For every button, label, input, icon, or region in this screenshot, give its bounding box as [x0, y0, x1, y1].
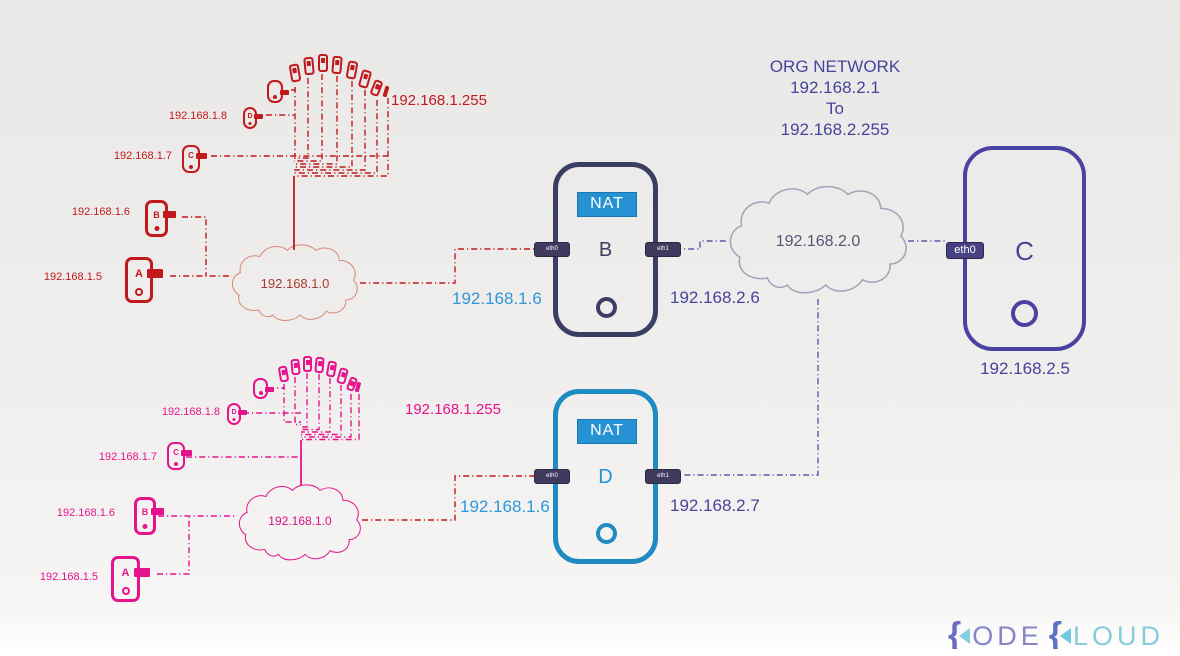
- device-d-ip-label-bottom: 192.168.1.8: [161, 406, 220, 418]
- router-b-eth0-port: eth0: [534, 242, 570, 257]
- kodekloud-logo: {ODE {LOUD: [948, 617, 1164, 653]
- phone-b-top: B: [145, 200, 176, 237]
- phone-a-letter: A: [121, 567, 130, 579]
- phone-a-letter: A: [135, 268, 143, 280]
- port-icon: [163, 211, 176, 218]
- org-network-line2: 192.168.2.1: [790, 78, 880, 97]
- phone-b-letter: B: [153, 210, 160, 220]
- device-d-ip-label: 192.168.1.8: [168, 110, 227, 122]
- org-network-links: [675, 240, 946, 476]
- home-button-icon: [174, 462, 178, 466]
- nat-d-lan-ip-label: 192.168.1.6: [460, 497, 550, 516]
- nat-badge-d: NAT: [577, 419, 637, 444]
- bottom-cloud-to-natd-link: [362, 475, 534, 521]
- port-icon: [265, 387, 274, 392]
- mini-phone-icon: [331, 55, 343, 75]
- device-a-ip-label-bottom: 192.168.1.5: [39, 571, 98, 583]
- port-icon: [280, 90, 289, 95]
- org-network-line3: To: [826, 99, 844, 118]
- router-b-eth1-port: eth1: [645, 242, 681, 257]
- home-button-icon: [189, 165, 193, 169]
- home-button-icon: [121, 587, 130, 595]
- bottom-strip: [0, 649, 1180, 656]
- port-icon: [196, 153, 207, 159]
- phone-b-bottom: B: [134, 497, 164, 535]
- device-c-ip-label-bottom: 192.168.1.7: [98, 451, 157, 463]
- home-button-icon: [232, 418, 236, 421]
- phone-a-top: A: [125, 257, 163, 303]
- host-c-name: C: [1015, 236, 1034, 266]
- port-icon: [147, 269, 163, 278]
- home-button-icon: [135, 288, 143, 296]
- home-button-icon: [248, 122, 252, 125]
- lan-cloud-top-label: 192.168.1.0: [260, 276, 330, 291]
- org-network-line4: 192.168.2.255: [780, 120, 890, 139]
- broadcast-label-bottom: 192.168.1.255: [405, 401, 501, 418]
- mini-phone-icon: [303, 356, 312, 372]
- device-a-ip-label: 192.168.1.5: [43, 271, 102, 283]
- device-b-ip-label-bottom: 192.168.1.6: [56, 507, 115, 519]
- phone-d-letter: D: [231, 409, 237, 416]
- logo-brace-icon: {: [948, 616, 962, 654]
- router-d-button-icon: [596, 523, 617, 544]
- top-network-links: [170, 74, 534, 284]
- device-b-ip-label: 192.168.1.6: [71, 206, 130, 218]
- port-icon: [151, 508, 164, 515]
- phone-d-letter: D: [247, 113, 253, 120]
- phone-b-letter: B: [141, 507, 149, 517]
- logo-word-kode: ODE: [972, 621, 1043, 651]
- port-icon: [238, 410, 247, 415]
- router-b-button-icon: [596, 297, 617, 318]
- mini-phone-icon: [303, 56, 315, 76]
- phone-c-letter: C: [188, 151, 194, 160]
- phone-extra-bottom: [253, 378, 274, 399]
- mini-phone-icon: [318, 54, 328, 72]
- port-icon: [181, 450, 192, 456]
- phone-d-bottom: D: [227, 403, 247, 425]
- router-b-name: B: [598, 239, 613, 261]
- mini-phone-icon: [314, 356, 325, 374]
- router-d-eth1-port: eth1: [645, 469, 681, 484]
- home-button-icon: [142, 524, 148, 529]
- logo-brace-icon: {: [1048, 616, 1062, 654]
- router-d-name: D: [598, 466, 613, 488]
- logo-triangle-icon: [1059, 628, 1071, 644]
- phone-c-bottom: C: [167, 442, 192, 470]
- nat-d-wan-ip-label: 192.168.2.7: [670, 496, 760, 515]
- home-button-icon: [258, 391, 263, 395]
- phone-c-top: C: [182, 145, 207, 173]
- home-button-icon: [154, 226, 159, 231]
- router-d-eth0-port: eth0: [534, 469, 570, 484]
- nat-b-wan-ip-label: 192.168.2.6: [670, 288, 760, 307]
- host-c-eth0-port: eth0: [946, 242, 984, 259]
- host-c-ip-label: 192.168.2.5: [980, 359, 1070, 378]
- port-icon: [254, 114, 263, 119]
- broadcast-label-top: 192.168.1.255: [391, 92, 487, 109]
- phone-extra-top: [267, 80, 289, 103]
- org-cloud-label: 192.168.2.0: [775, 233, 861, 250]
- bottom-network-links: [157, 373, 360, 575]
- org-network-title: ORG NETWORK 192.168.2.1 To 192.168.2.255: [735, 56, 935, 140]
- nat-badge-b: NAT: [577, 192, 637, 217]
- host-c-button-icon: [1011, 300, 1038, 327]
- nat-b-lan-ip-label: 192.168.1.6: [452, 289, 542, 308]
- port-icon: [134, 568, 150, 577]
- org-network-line1: ORG NETWORK: [769, 57, 901, 76]
- home-button-icon: [273, 95, 277, 99]
- phone-a-bottom: A: [111, 556, 150, 602]
- phone-d-top: D: [243, 107, 263, 129]
- mini-phone-icon: [290, 358, 301, 376]
- phone-c-letter: C: [173, 448, 179, 457]
- lan-cloud-bottom-label: 192.168.1.0: [268, 514, 332, 528]
- logo-triangle-icon: [959, 628, 971, 644]
- device-c-ip-label: 192.168.1.7: [113, 150, 172, 162]
- logo-word-kloud: LOUD: [1072, 621, 1164, 651]
